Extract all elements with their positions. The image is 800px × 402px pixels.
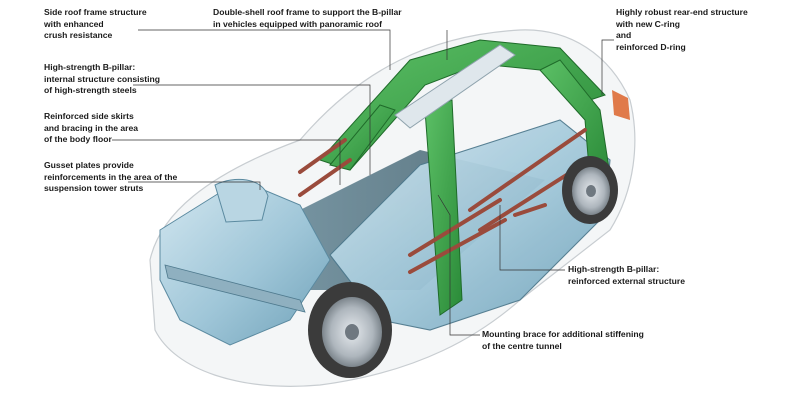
callout-line: with enhanced: [44, 18, 104, 29]
front-bumper-beam: [164, 264, 306, 313]
front-wheel: [308, 282, 392, 378]
callout-line: reinforced external structure: [568, 275, 686, 286]
callout-b-pillar-external: High-strength B-pillar: reinforced exter…: [568, 264, 685, 287]
callout-line: of the body floor: [44, 134, 112, 145]
tail-light: [612, 90, 630, 120]
callout-line: crush resistance: [44, 30, 113, 41]
callout-line: and bracing in the area: [44, 122, 139, 133]
callout-double-shell-roof: Double-shell roof frame to support the B…: [213, 7, 402, 30]
roof-cross-member: [394, 44, 516, 129]
callout-line: High-strength B-pillar:: [44, 62, 136, 72]
leader-side-skirts: [112, 139, 341, 185]
leader-rear-end: [601, 39, 614, 95]
callout-line: Double-shell roof frame to support the B…: [213, 7, 402, 17]
leader-gusset-plates: [128, 181, 261, 190]
callout-line: Reinforced side skirts: [44, 111, 134, 121]
callout-line: of the centre tunnel: [482, 340, 562, 351]
callout-line: Side roof frame structure: [44, 7, 147, 17]
callout-line: of high-strength steels: [44, 85, 137, 96]
callout-line: Gusset plates provide: [44, 160, 134, 170]
rear-wheel: [562, 156, 618, 224]
callout-gusset-plates: Gusset plates provide reinforcements in …: [44, 160, 177, 195]
leader-mounting-brace: [437, 194, 480, 336]
callout-line: reinforced D-ring: [616, 41, 686, 52]
leader-lines: [112, 29, 614, 336]
callout-line: suspension tower struts: [44, 183, 144, 194]
callout-side-roof-frame: Side roof frame structure with enhanced …: [44, 7, 147, 42]
callout-line: High-strength B-pillar:: [568, 264, 660, 274]
callout-line: in vehicles equipped with panoramic roof: [213, 18, 383, 29]
callout-mounting-brace: Mounting brace for additional stiffening…: [482, 329, 644, 352]
callout-line: Highly robust rear-end structure: [616, 7, 748, 17]
callout-rear-end: Highly robust rear-end structure with ne…: [616, 7, 748, 53]
callout-line: reinforcements in the area of the: [44, 171, 178, 182]
leader-b-pillar-internal: [133, 84, 371, 175]
callout-b-pillar-internal: High-strength B-pillar: internal structu…: [44, 62, 160, 97]
leader-b-pillar-external: [499, 205, 565, 271]
a-pillar: [329, 104, 396, 171]
callout-line: with new C-ring: [616, 18, 680, 29]
callout-side-skirts: Reinforced side skirts and bracing in th…: [44, 111, 138, 146]
suspension-tower: [214, 178, 269, 223]
leader-side-roof-frame: [138, 29, 391, 70]
callout-line: Mounting brace for additional stiffening: [482, 329, 644, 339]
callout-line: internal structure consisting: [44, 73, 161, 84]
callout-line: and: [616, 30, 632, 41]
